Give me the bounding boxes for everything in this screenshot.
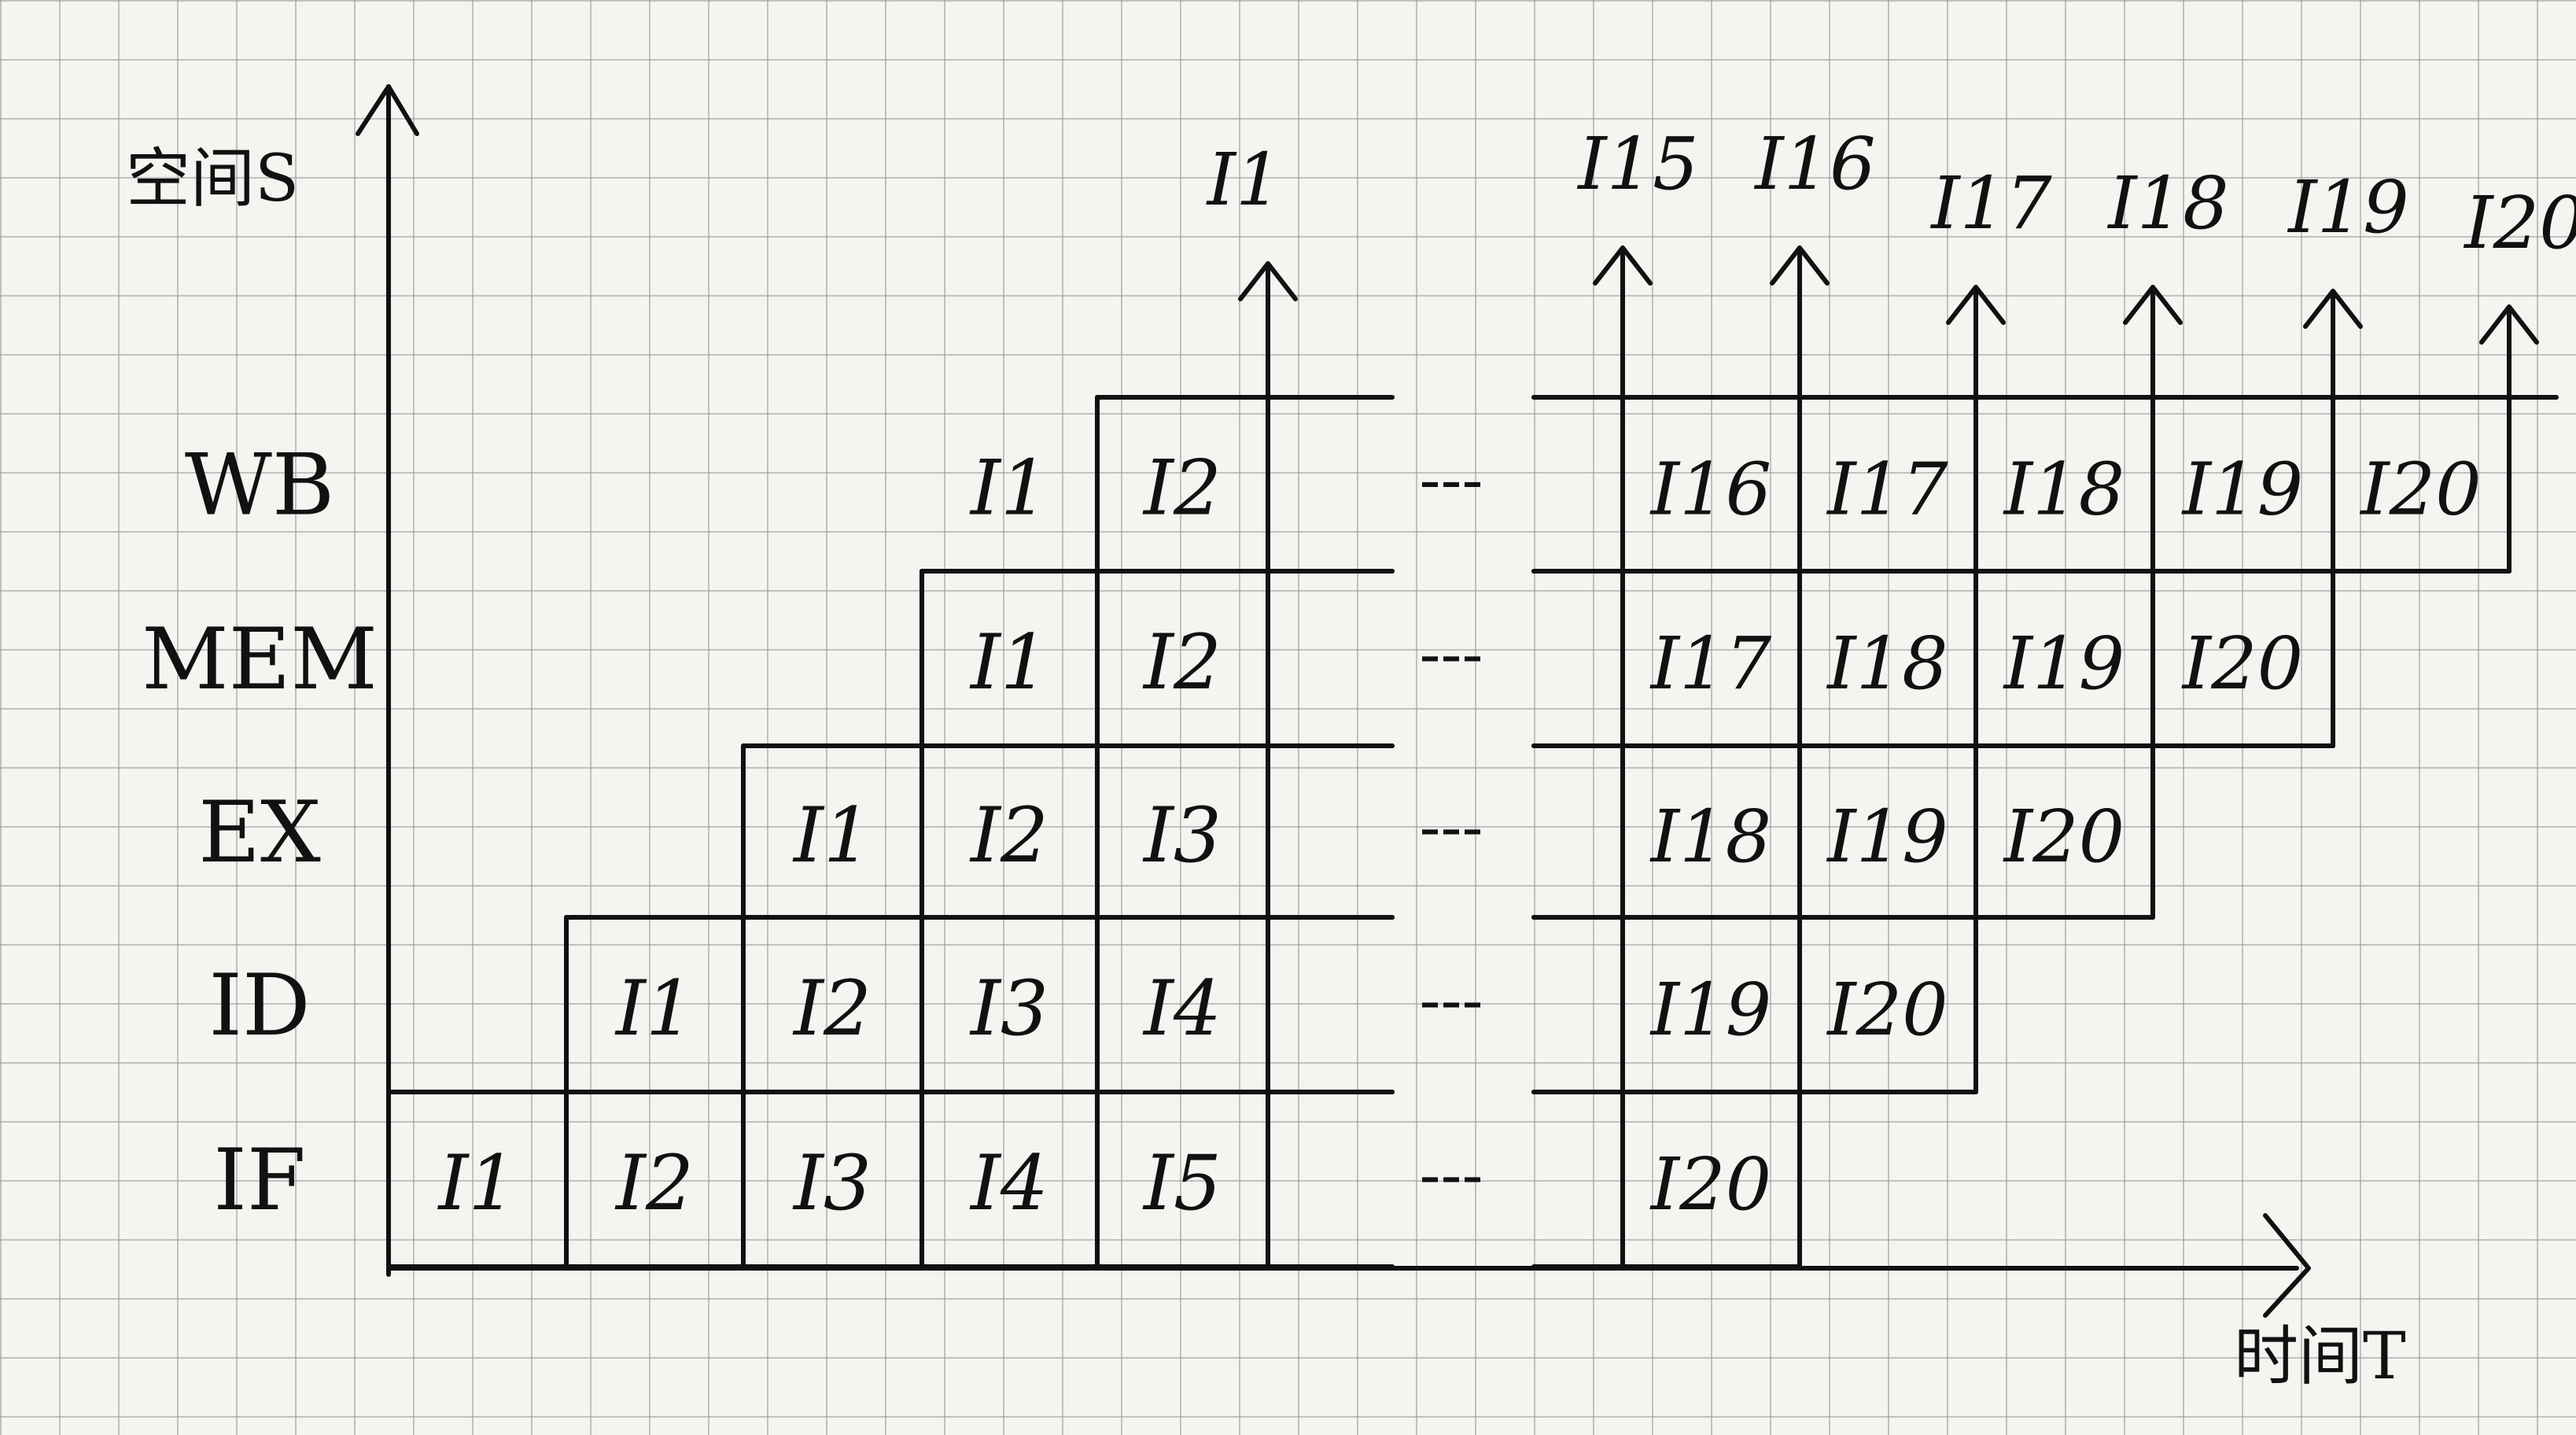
cell-id-i1: I1: [614, 965, 694, 1053]
x-axis-arrowhead: [2263, 1213, 2311, 1318]
stage-label-mem: MEM: [142, 611, 378, 709]
output-arrowhead-i20: [2479, 304, 2539, 345]
pipeline-grid: [386, 395, 2559, 1271]
cell-if-i3: I3: [792, 1139, 872, 1227]
cell-if-i5: I5: [1142, 1139, 1222, 1227]
output-label-i17: I17: [1929, 161, 2052, 245]
cell-id-i2: I2: [792, 965, 872, 1053]
cell-wb-i2: I2: [1142, 445, 1222, 533]
output-arrowhead-i1: [1238, 261, 1298, 301]
output-arrowhead-i15: [1593, 245, 1653, 286]
ellipsis-ex: ---: [1419, 791, 1483, 864]
cell-right-id-i20: I20: [1826, 968, 1948, 1052]
cell-if-i2: I2: [614, 1139, 694, 1227]
cell-ex-i1: I1: [792, 791, 872, 880]
cell-right-mem-i17: I17: [1649, 622, 1772, 706]
cell-ex-i2: I2: [969, 791, 1048, 880]
y-axis-title: 空间S: [126, 142, 299, 216]
cell-id-i4: I4: [1142, 965, 1222, 1053]
cell-if-i1: I1: [437, 1139, 517, 1227]
output-label-i19: I19: [2287, 165, 2408, 249]
cell-right-mem-i19: I19: [2003, 622, 2125, 706]
cell-right-mem-i18: I18: [1826, 622, 1948, 706]
stage-label-wb: WB: [185, 437, 334, 535]
output-label-i20: I20: [2463, 181, 2576, 265]
cell-right-mem-i20: I20: [2181, 622, 2303, 706]
stage-label-id: ID: [208, 957, 310, 1055]
output-arrowhead-i16: [1770, 245, 1830, 286]
stage-label-ex: EX: [198, 784, 321, 882]
cell-id-i3: I3: [969, 965, 1048, 1053]
ellipsis-mem: ---: [1419, 618, 1483, 691]
axes: [356, 84, 2539, 1318]
ellipsis-wb: ---: [1419, 444, 1483, 517]
cell-mem-i1: I1: [969, 618, 1048, 706]
cell-right-wb-i17: I17: [1826, 448, 1948, 532]
cell-right-ex-i19: I19: [1826, 795, 1948, 879]
ellipsis-id: ---: [1419, 964, 1483, 1037]
output-label-i1: I1: [1206, 138, 1282, 222]
cell-mem-i2: I2: [1142, 618, 1222, 706]
cell-right-wb-i20: I20: [2359, 448, 2481, 532]
output-arrowhead-i17: [1946, 285, 2006, 325]
output-arrowhead-i18: [2123, 285, 2183, 325]
y-axis-arrowhead: [356, 84, 419, 136]
output-label-i16: I16: [1753, 122, 1875, 206]
output-arrowhead-i19: [2303, 289, 2363, 329]
cell-wb-i1: I1: [969, 445, 1048, 533]
cell-ex-i3: I3: [1142, 791, 1222, 880]
output-label-i18: I18: [2106, 161, 2228, 245]
x-axis-title: 时间T: [2234, 1319, 2406, 1394]
ellipsis-if: ---: [1419, 1138, 1483, 1212]
stage-label-if: IF: [213, 1131, 306, 1230]
cell-right-ex-i20: I20: [2003, 795, 2125, 879]
output-label-i15: I15: [1576, 122, 1698, 206]
cell-right-id-i19: I19: [1649, 968, 1771, 1052]
cell-right-wb-i18: I18: [2003, 448, 2125, 532]
cell-right-ex-i18: I18: [1649, 795, 1771, 879]
cell-if-i4: I4: [969, 1139, 1048, 1227]
cell-right-wb-i16: I16: [1649, 448, 1771, 532]
cell-right-if-i20: I20: [1649, 1142, 1771, 1227]
cell-right-wb-i19: I19: [2181, 448, 2303, 532]
